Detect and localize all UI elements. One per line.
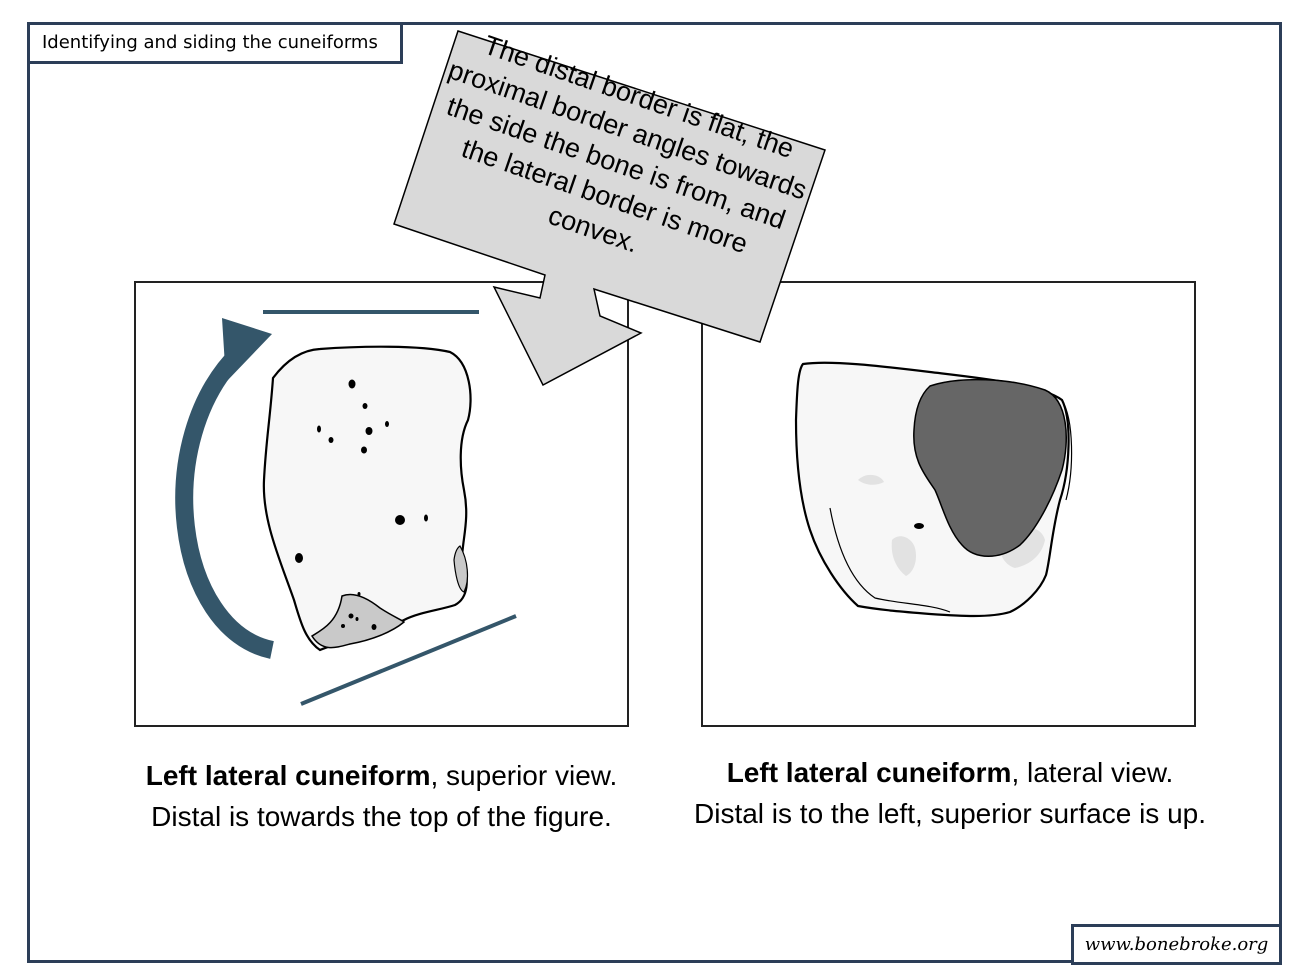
figure-caption-superior: Left lateral cuneiform, superior view. D… (134, 755, 629, 837)
caption-rest: , superior view. Distal is towards the t… (151, 760, 618, 832)
figure-caption-lateral: Left lateral cuneiform, lateral view. Di… (690, 752, 1210, 834)
bone-superior-outline (262, 345, 472, 652)
site-credit-link[interactable]: www.bonebroke.org (1071, 924, 1282, 965)
foramina-dots (295, 379, 428, 630)
caption-bold: Left lateral cuneiform (726, 757, 1012, 788)
caption-bold: Left lateral cuneiform (145, 760, 431, 791)
caption-rest: , lateral view. Distal is to the left, s… (694, 757, 1206, 829)
callout-shape (393, 30, 826, 387)
facet-lateral (453, 545, 469, 593)
slide-title: Identifying and siding the cuneiforms (27, 22, 403, 64)
rotation-arrow (175, 345, 275, 659)
facet-dark (913, 378, 1067, 557)
foramen-dot (914, 523, 924, 529)
facet-proximal (310, 593, 406, 649)
rotation-arrow-head (222, 318, 272, 382)
proximal-border-line (300, 614, 517, 706)
